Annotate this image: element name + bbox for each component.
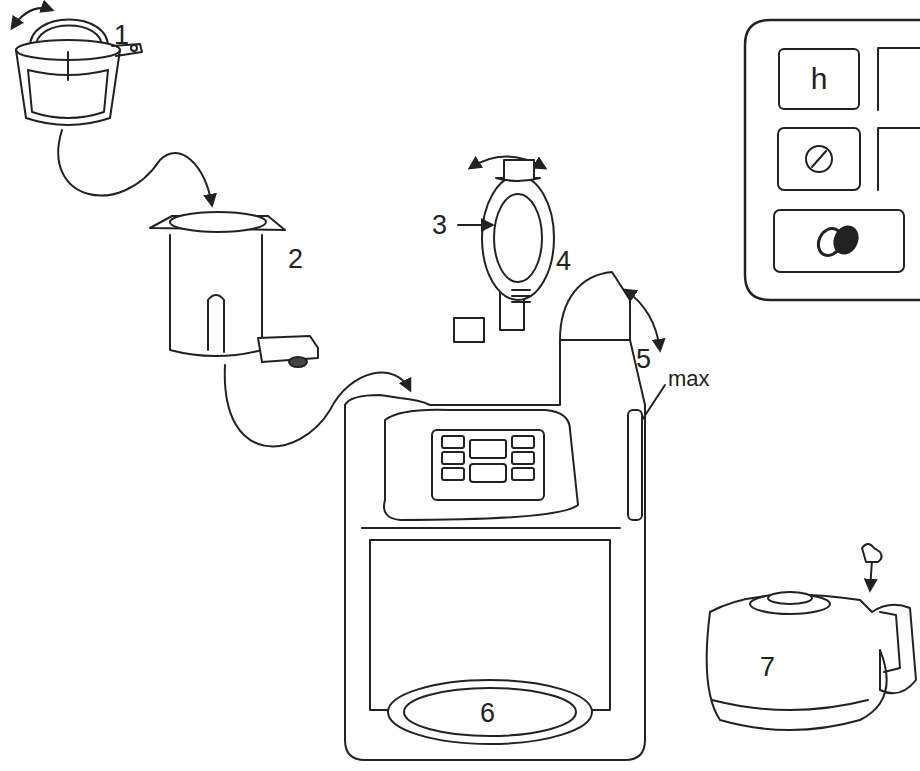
control-panel-inset <box>745 20 920 300</box>
callout-number: 2 <box>288 246 303 273</box>
coffee-carafe <box>707 544 916 730</box>
assembly-arrow <box>58 130 212 205</box>
callout-number: 3 <box>432 212 447 239</box>
lid-paddle <box>454 157 554 343</box>
coffee-machine-body <box>345 340 665 760</box>
callout-number: 5 <box>636 346 651 373</box>
callout-number: 1 <box>114 22 129 49</box>
callout-number: 7 <box>760 654 775 681</box>
part-label: max <box>668 368 710 390</box>
button-label: h <box>811 64 828 94</box>
water-tank-lid <box>560 272 660 350</box>
callout-number: 4 <box>556 248 571 275</box>
filter-holder <box>150 212 318 367</box>
filter-basket <box>12 8 142 125</box>
callout-number: 6 <box>480 700 495 727</box>
panel-button: h <box>778 48 860 110</box>
